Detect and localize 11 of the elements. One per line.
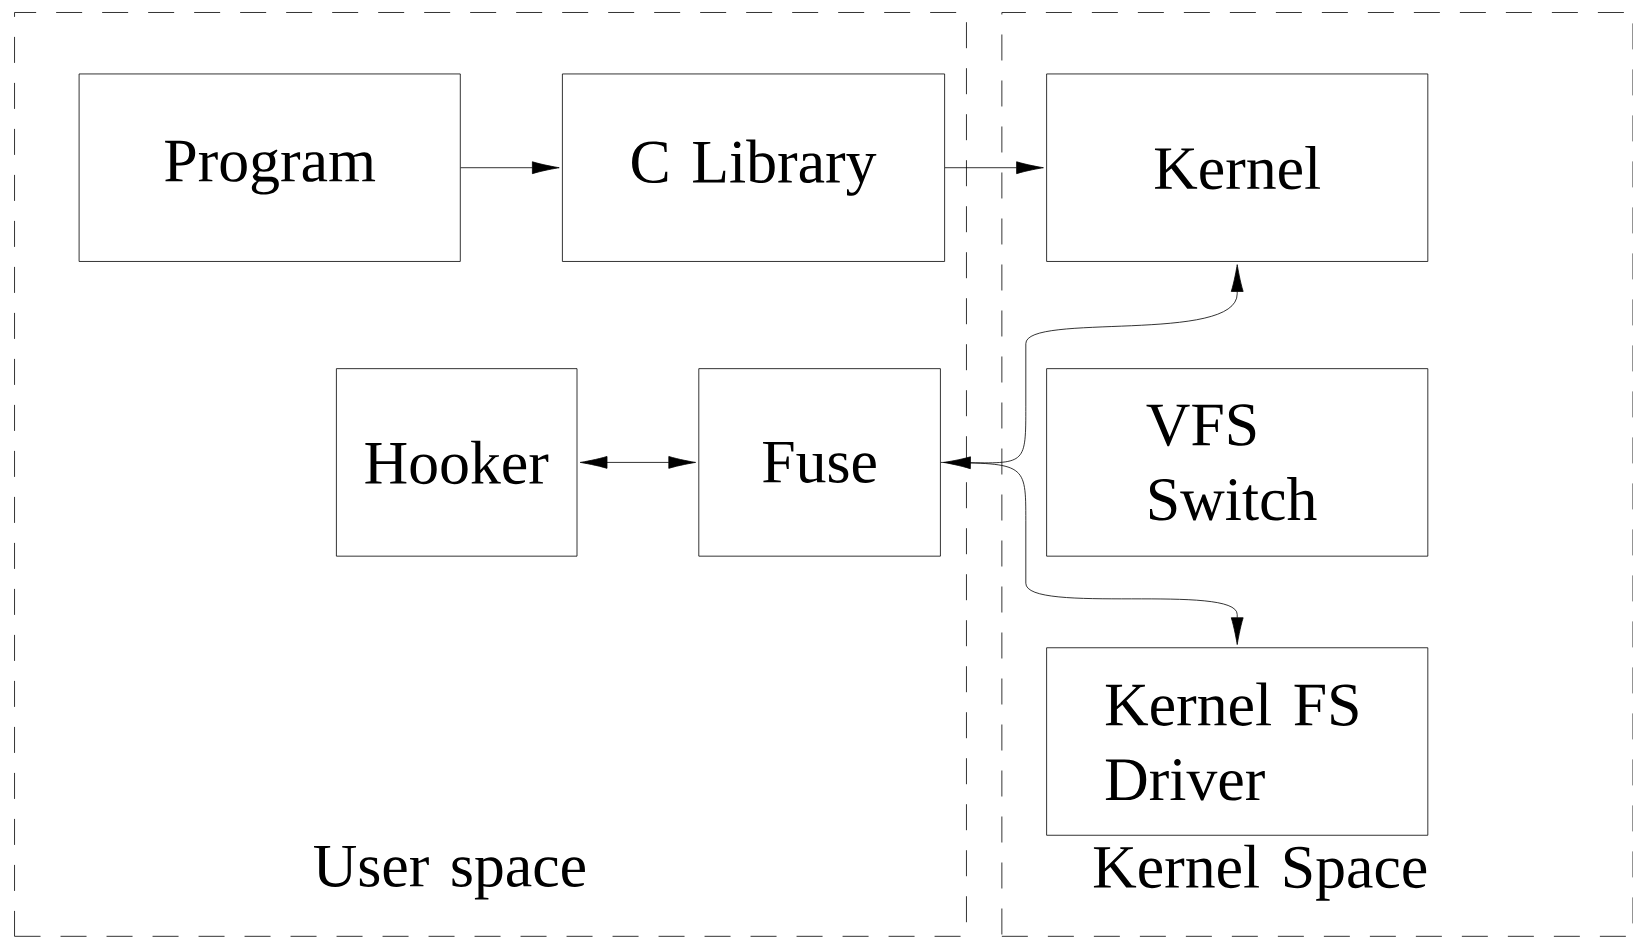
process-box: Kernel FS Driver xyxy=(1046,647,1429,836)
arrow xyxy=(940,462,1244,645)
process-box: Hooker xyxy=(336,368,578,557)
arrow xyxy=(944,161,1044,175)
process-box: Fuse xyxy=(698,368,941,557)
process-box: VFS Switch xyxy=(1046,368,1429,557)
arrow xyxy=(460,161,560,175)
process-box: C Library xyxy=(562,73,945,262)
process-box: Program xyxy=(78,73,461,262)
arrow xyxy=(943,264,1244,470)
process-box: Kernel xyxy=(1046,73,1429,262)
